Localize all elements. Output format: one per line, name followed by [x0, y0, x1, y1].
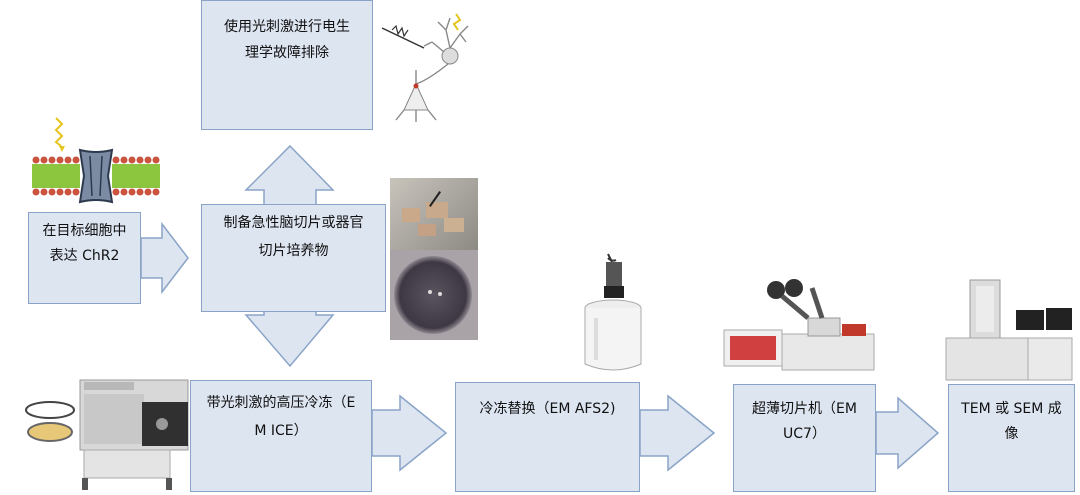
culture-dish-photo — [390, 250, 478, 340]
step-ultra-line2: UC7） — [783, 426, 826, 442]
electron-microscope-icon — [945, 279, 1073, 381]
step-tem-line1: TEM 或 SEM 成 — [961, 401, 1062, 417]
step-troubleshoot-line1: 使用光刺激进行电生 — [224, 19, 350, 35]
step-express-chr2-line1: 在目标细胞中 — [42, 223, 127, 239]
step-troubleshoot-line2: 理学故障排除 — [245, 45, 329, 61]
arrow-freeze-to-substitute — [371, 394, 448, 472]
step-freeze-substitution — [455, 382, 640, 492]
step-tem-line2: 像 — [1004, 426, 1019, 442]
arrow-ultra-to-tem — [875, 396, 940, 470]
step-express-chr2-line2: 表达 ChR2 — [49, 248, 120, 264]
step-ultramicrotome — [733, 384, 876, 492]
channelrhodopsin-membrane-icon — [32, 117, 160, 204]
step-freeze-line1: 带光刺激的高压冷冻（E — [206, 395, 356, 411]
step-prepare-slices-line2: 切片培养物 — [258, 243, 329, 259]
step-freeze-line2: M ICE） — [254, 423, 308, 439]
step-troubleshoot — [201, 0, 373, 130]
slice-tissue-photo — [390, 178, 478, 250]
step-prepare-slices-line1: 制备急性脑切片或器官 — [223, 215, 364, 231]
step-express-chr2 — [28, 212, 141, 304]
step-high-pressure-freeze — [190, 380, 372, 492]
freeze-substitution-unit-icon — [584, 253, 642, 371]
ultramicrotome-icon — [723, 279, 875, 371]
arrow-express-to-prepare — [140, 221, 189, 295]
neuron-electrode-icon — [381, 13, 469, 122]
high-pressure-freezer-icon — [25, 379, 189, 490]
step-tem-sem-imaging — [948, 384, 1075, 492]
step-substitute-line1: 冷冻替换（EM AFS2) — [479, 401, 616, 417]
arrow-substitute-to-ultra — [639, 394, 716, 472]
step-ultra-line1: 超薄切片机（EM — [752, 401, 857, 417]
step-prepare-slices — [201, 204, 386, 312]
